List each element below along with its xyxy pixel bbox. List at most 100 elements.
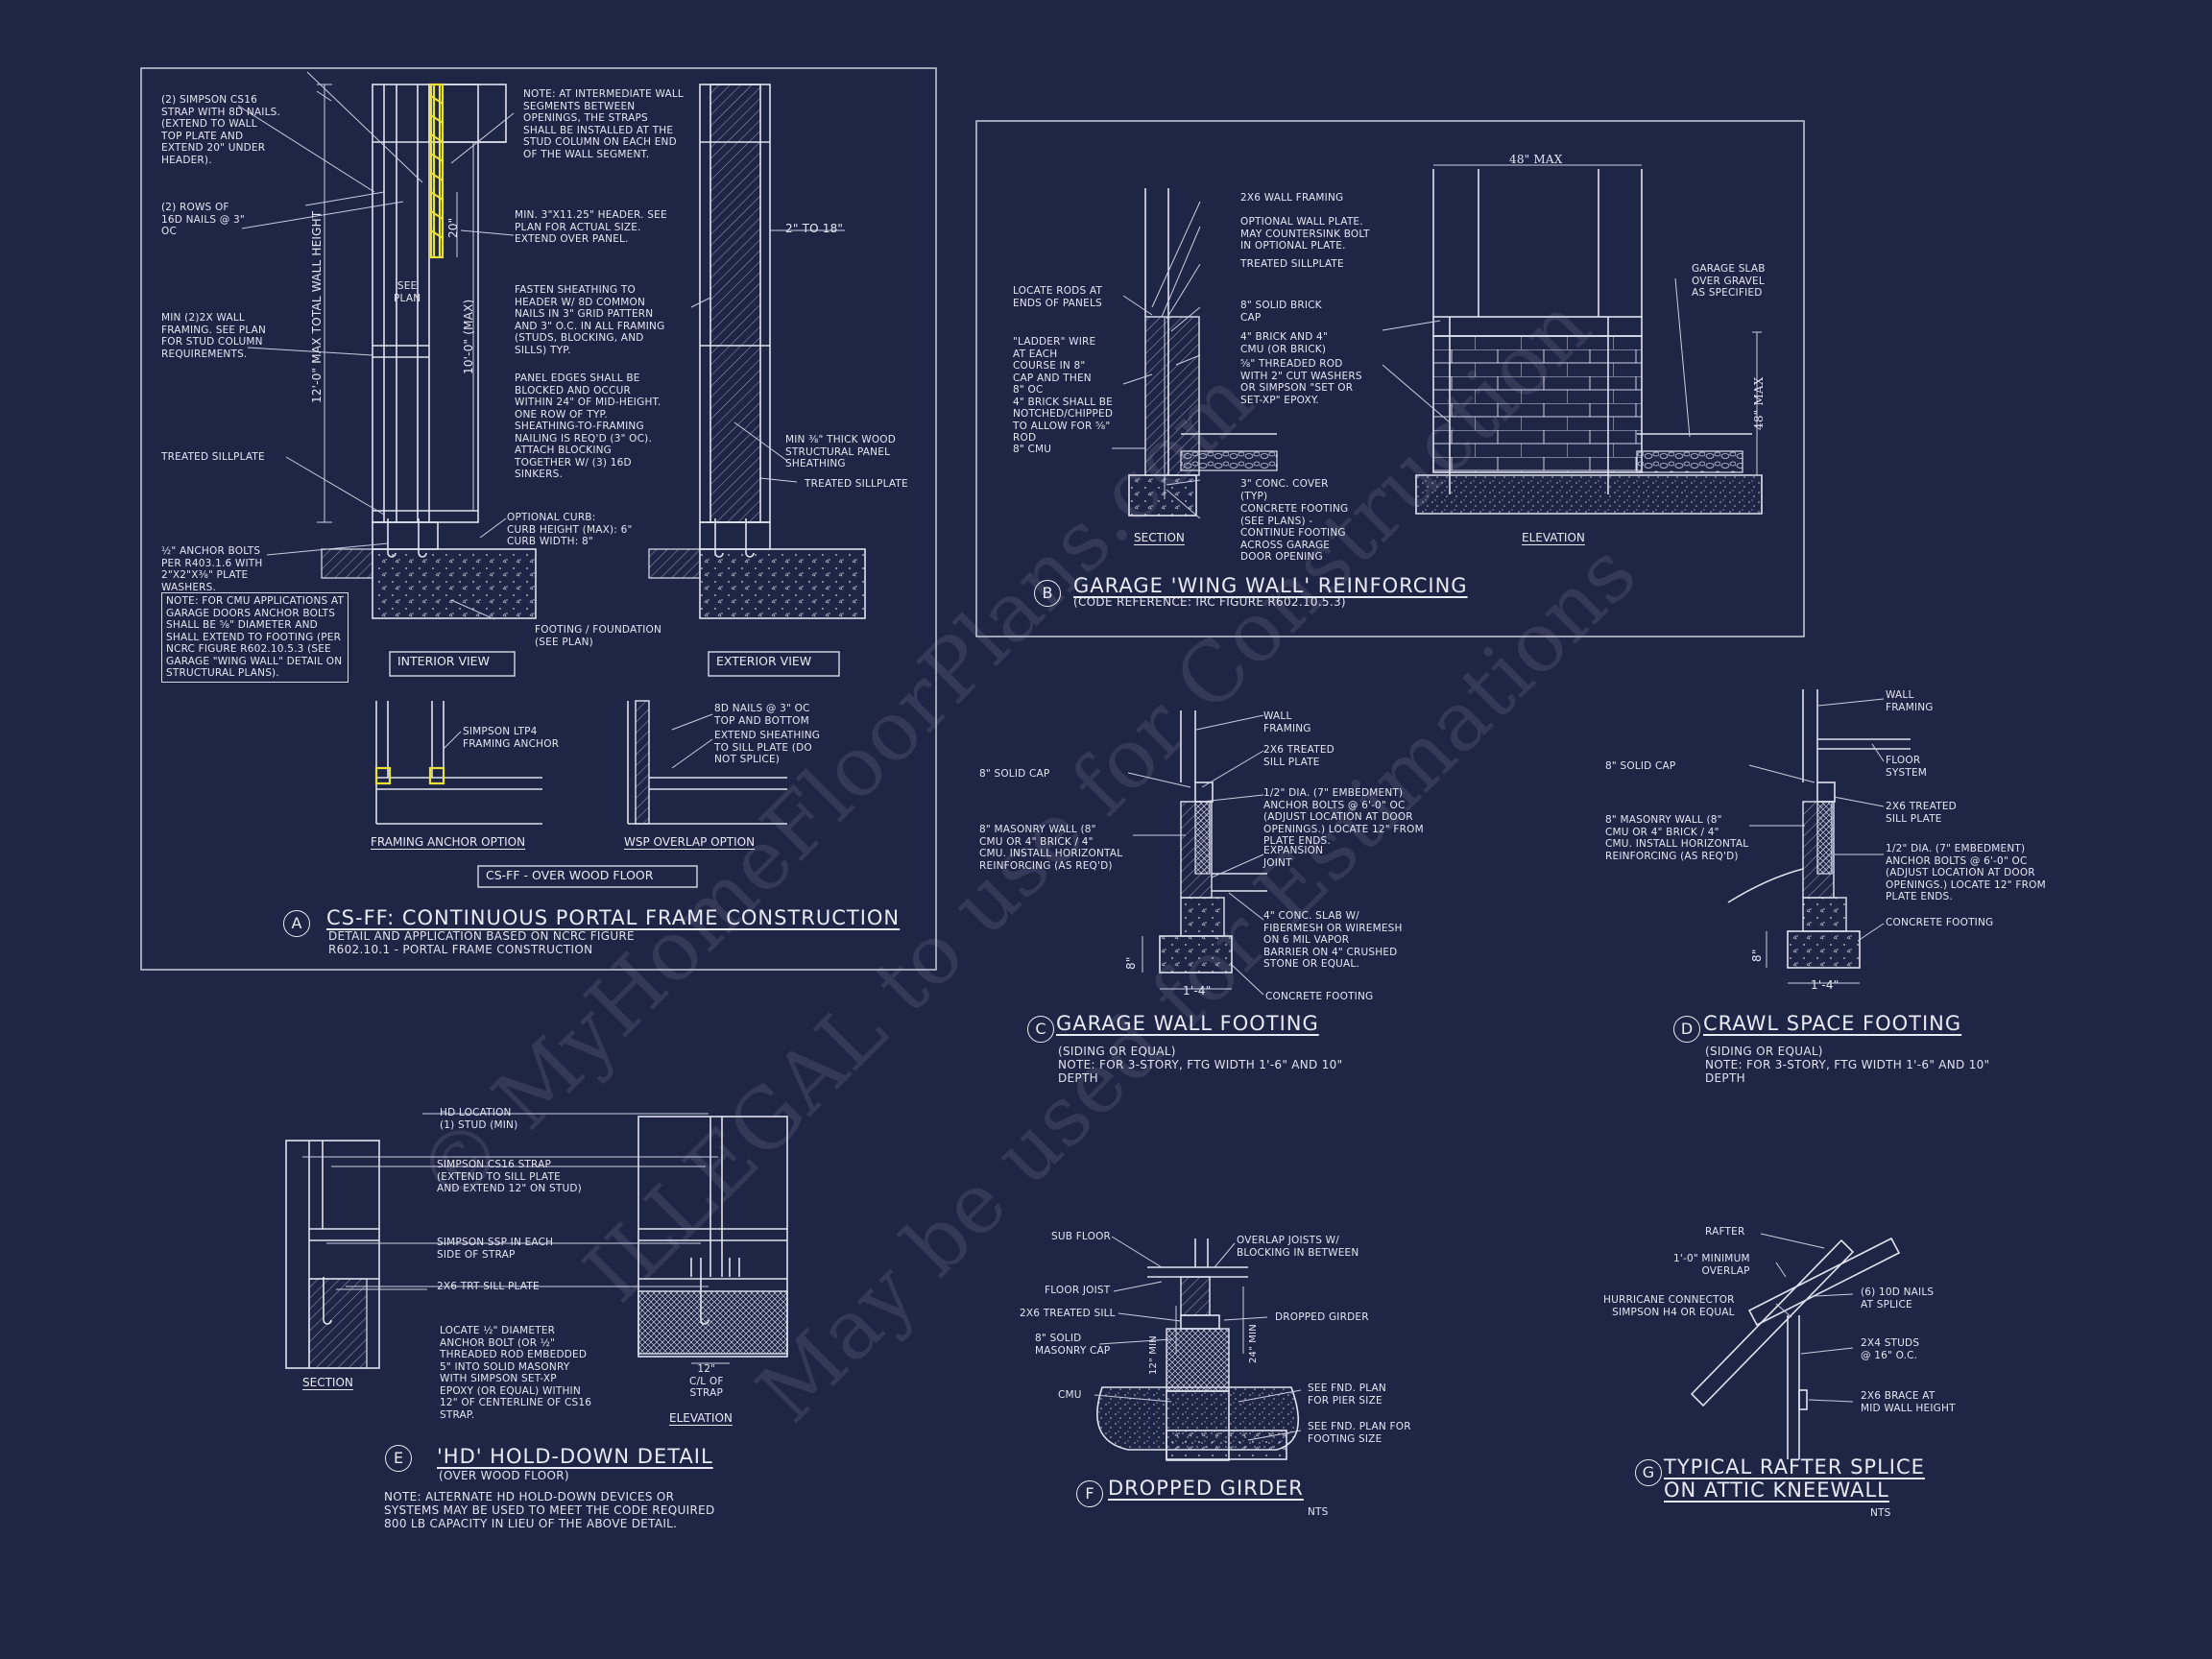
a-note-anchor: ½" ANCHOR BOLTS PER R403.1.6 WITH 2"x2"x… <box>161 545 263 593</box>
g-title-2: ON ATTIC KNEEWALL <box>1664 1479 1889 1502</box>
e-dim-12: 12" C/L OF STRAP <box>689 1363 724 1399</box>
d-n-floor: FLOOR SYSTEM <box>1886 755 1928 779</box>
b-cap-elevation: ELEVATION <box>1522 531 1585 544</box>
a-dim-10: 10'-0" (MAX) <box>462 299 475 374</box>
a-detail-letter: A <box>283 910 310 937</box>
f-n-pier: SEE FND. PLAN FOR PIER SIZE <box>1308 1382 1386 1407</box>
d-n-masonry: 8" MASONRY WALL (8" CMU OR 4" BRICK / 4"… <box>1605 814 1749 862</box>
a-view-interior: INTERIOR VIEW <box>397 654 490 668</box>
e-n-ssp: SIMPSON SSP IN EACH SIDE OF STRAP <box>437 1237 554 1261</box>
b-cap-section: SECTION <box>1134 531 1185 544</box>
b-title: GARAGE 'WING WALL' REINFORCING <box>1073 574 1468 597</box>
g-title-1: TYPICAL RAFTER SPLICE <box>1664 1455 1925 1479</box>
wing-wall-elevation-drawing <box>1382 164 1763 515</box>
c-n-anchor: 1/2" DIA. (7" EMBEDMENT) ANCHOR BOLTS @ … <box>1263 787 1424 847</box>
b-dim-48v: 48" MAX <box>1752 376 1766 431</box>
hold-down-elevation-drawing <box>302 1113 788 1364</box>
b-n-solid: 8" SOLID BRICK CAP <box>1240 300 1322 324</box>
a-title: CS-FF: CONTINUOUS PORTAL FRAME CONSTRUCT… <box>326 906 901 929</box>
b-n-locate: LOCATE RODS AT ENDS OF PANELS <box>1013 285 1103 309</box>
d-dim-14: 1'-4" <box>1811 978 1839 992</box>
a-note-rows: (2) ROWS OF 16d NAILS @ 3" OC <box>161 202 245 237</box>
garage-wall-footing-drawing <box>1127 710 1267 996</box>
d-n-cap: 8" SOLID CAP <box>1605 760 1676 772</box>
f-n-cmu: CMU <box>1058 1389 1082 1401</box>
f-dim-24: 24" MIN <box>1248 1324 1259 1363</box>
b-n-ladder: "LADDER" WIRE AT EACH COURSE IN 8" CAP A… <box>1013 336 1114 444</box>
b-n-treated: TREATED SILLPLATE <box>1240 258 1344 270</box>
exterior-view-drawing <box>648 84 866 619</box>
wsp-overlap-drawing <box>627 700 787 825</box>
b-n-brick4: 4" BRICK AND 4" CMU (OR BRICK) <box>1240 331 1328 355</box>
d-n-2x6: 2x6 TREATED SILL PLATE <box>1886 801 1957 825</box>
f-dim-12: 12" MIN <box>1148 1335 1159 1375</box>
g-n-studs: 2x4 STUDS @ 16" O.C. <box>1861 1337 1920 1361</box>
b-n-cover: 3" CONC. COVER (TYP) <box>1240 478 1329 502</box>
a-note-2to18: 2" TO 18" <box>785 222 844 235</box>
c-dim-14: 1'-4" <box>1183 984 1212 998</box>
c-n-footing: CONCRETE FOOTING <box>1265 991 1374 1002</box>
d-detail-letter: D <box>1673 1016 1700 1043</box>
f-title: DROPPED GIRDER <box>1108 1477 1304 1500</box>
f-n-sub: SUB FLOOR <box>1051 1231 1112 1242</box>
a-box-csff: CS-FF - OVER WOOD FLOOR <box>486 868 654 882</box>
b-detail-letter: B <box>1034 580 1061 607</box>
b-dim-48: 48" MAX <box>1509 153 1563 166</box>
e-cap-section: SECTION <box>302 1376 353 1389</box>
e-n-hd: HD LOCATION (1) STUD (MIN) <box>440 1107 518 1131</box>
a-note-wood: MIN ⅜" THICK WOOD STRUCTURAL PANEL SHEAT… <box>785 434 897 469</box>
d-subtitle: (SIDING OR EQUAL) NOTE: FOR 3-STORY, FTG… <box>1705 1045 1990 1085</box>
e-n-cs16: SIMPSON CS16 STRAP (EXTEND TO SILL PLATE… <box>437 1159 582 1194</box>
a-dim-20: 20" <box>446 217 460 238</box>
d-title: CRAWL SPACE FOOTING <box>1703 1012 1962 1035</box>
dropped-girder-drawing <box>1094 1236 1302 1461</box>
f-nts: NTS <box>1308 1506 1329 1518</box>
g-n-nails: (6) 10d NAILS AT SPLICE <box>1861 1286 1935 1310</box>
c-subtitle: (SIDING OR EQUAL) NOTE: FOR 3-STORY, FTG… <box>1058 1045 1343 1085</box>
g-n-hurricane: HURRICANE CONNECTOR SIMPSON H4 OR EQUAL <box>1603 1294 1735 1318</box>
rafter-splice-drawing <box>1690 1233 1901 1459</box>
d-n-footing: CONCRETE FOOTING <box>1886 917 1994 928</box>
c-detail-letter: C <box>1027 1016 1054 1043</box>
c-n-2x6: 2x6 TREATED SILL PLATE <box>1263 744 1334 768</box>
e-note: NOTE: ALTERNATE HD HOLD-DOWN DEVICES OR … <box>384 1490 715 1530</box>
g-n-rafter: RAFTER <box>1705 1226 1745 1238</box>
a-note-intermediate: NOTE: AT INTERMEDIATE WALL SEGMENTS BETW… <box>523 88 684 160</box>
g-nts: NTS <box>1870 1507 1891 1519</box>
c-n-masonry: 8" MASONRY WALL (8" CMU OR 4" BRICK / 4"… <box>979 824 1123 872</box>
g-detail-letter: G <box>1635 1459 1662 1486</box>
g-n-brace: 2x6 BRACE AT MID WALL HEIGHT <box>1861 1390 1956 1414</box>
crawl-space-footing-drawing <box>1727 689 1911 984</box>
a-subtitle: DETAIL AND APPLICATION BASED ON NCRC FIG… <box>328 929 635 956</box>
c-title: GARAGE WALL FOOTING <box>1056 1012 1319 1035</box>
a-note-min: MIN (2)2X WALL FRAMING. SEE PLAN FOR STU… <box>161 312 267 360</box>
e-n-locate: LOCATE ½" DIAMETER ANCHOR BOLT (OR ½" TH… <box>440 1325 592 1421</box>
b-n-threaded: ⅝" THREADED ROD WITH 2" CUT WASHERS OR S… <box>1240 358 1362 406</box>
f-detail-letter: F <box>1076 1480 1103 1507</box>
a-note-panel: PANEL EDGES SHALL BE BLOCKED AND OCCUR W… <box>515 373 661 480</box>
c-dim-8: 8" <box>1124 956 1138 970</box>
hold-down-section-drawing <box>285 1140 427 1369</box>
a-note-extend: EXTEND SHEATHING TO SILL PLATE (DO NOT S… <box>714 730 821 765</box>
f-n-floor: FLOOR JOIST <box>1045 1285 1111 1296</box>
f-n-sill: 2x6 TREATED SILL <box>1020 1308 1116 1319</box>
f-n-overlap: OVERLAP JOISTS W/ BLOCKING IN BETWEEN <box>1237 1235 1359 1259</box>
a-note-fasten: FASTEN SHEATHING TO HEADER W/ 8d COMMON … <box>515 284 665 356</box>
b-n-optional: OPTIONAL WALL PLATE. MAY COUNTERSINK BOL… <box>1240 216 1370 252</box>
g-n-overlap: 1'-0" MINIMUM OVERLAP <box>1673 1253 1750 1277</box>
c-n-slab: 4" CONC. SLAB w/ FIBERMESH OR WIREMESH O… <box>1263 910 1403 970</box>
a-note-sill2: TREATED SILLPLATE <box>805 478 908 490</box>
d-n-wall: WALL FRAMING <box>1886 689 1934 713</box>
framing-anchor-drawing <box>374 701 542 825</box>
d-n-anchor: 1/2" DIA. (7" EMBEDMENT) ANCHOR BOLTS @ … <box>1886 843 2046 902</box>
d-dim-8: 8" <box>1750 949 1764 962</box>
f-n-cap: 8" SOLID MASONRY CAP <box>1035 1333 1111 1357</box>
a-dim-total: 12'-0" MAX TOTAL WALL HEIGHT <box>310 210 324 403</box>
f-n-girder: DROPPED GIRDER <box>1275 1311 1369 1323</box>
a-note-cmu: NOTE: FOR CMU APPLICATIONS AT GARAGE DOO… <box>161 592 349 683</box>
e-subtitle: (OVER WOOD FLOOR) <box>439 1469 569 1482</box>
wing-wall-section-drawing <box>1112 188 1278 519</box>
e-cap-elevation: ELEVATION <box>669 1411 733 1425</box>
